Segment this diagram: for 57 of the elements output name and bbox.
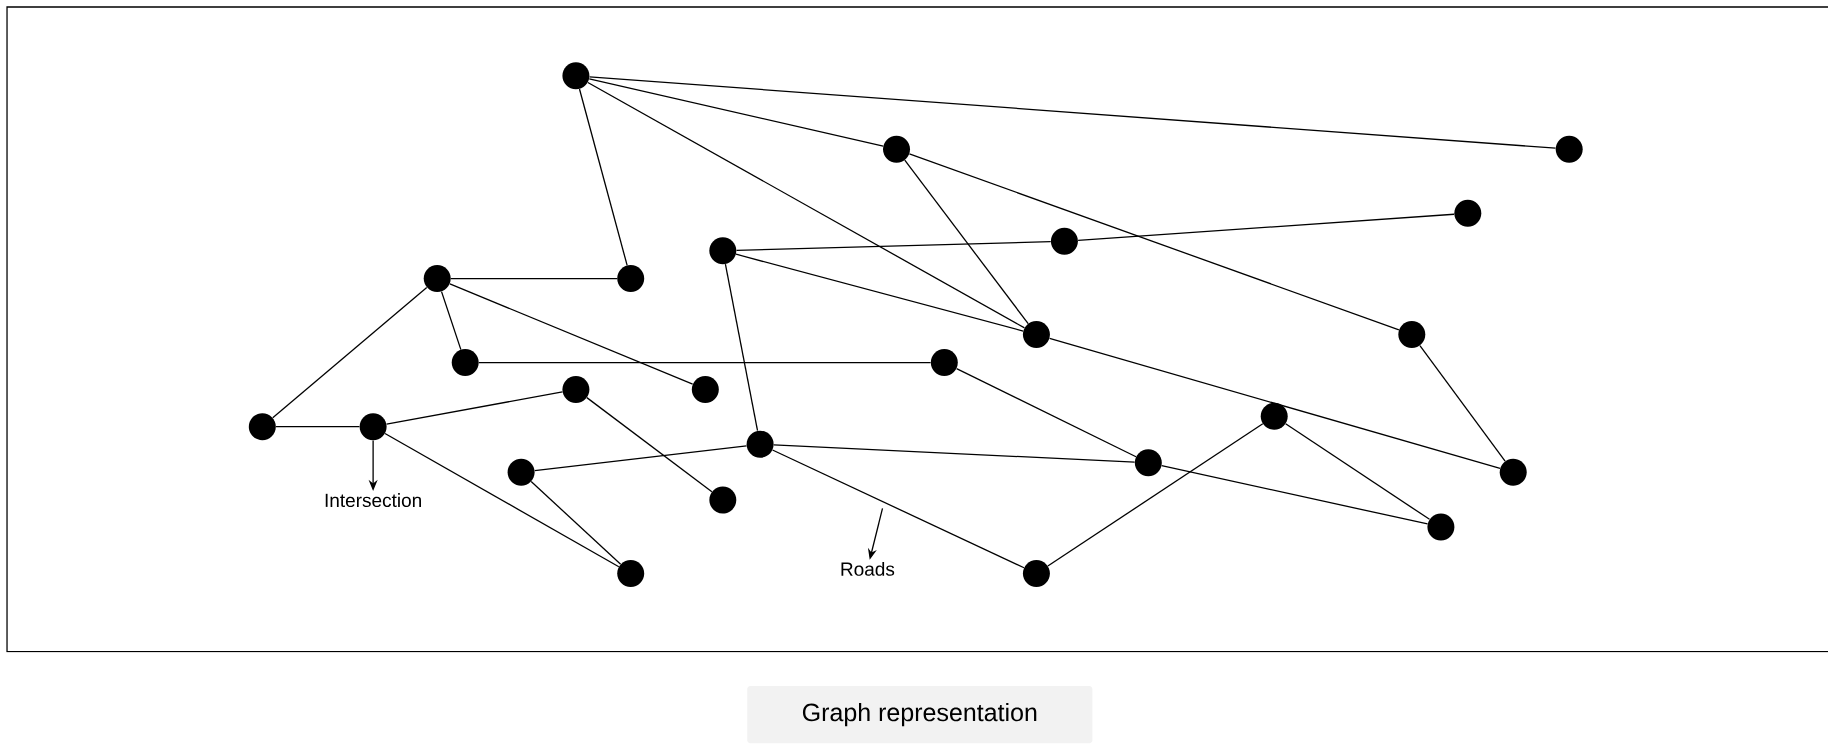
road-line [586, 397, 713, 493]
road-line [773, 444, 1136, 463]
road-line [771, 449, 1025, 569]
road-line [904, 159, 1029, 325]
road-line [1284, 423, 1431, 520]
road-line [1419, 345, 1506, 462]
road-line [955, 368, 1137, 458]
vertex-dot [709, 237, 737, 265]
vertex-dot [617, 265, 645, 293]
road-line [384, 432, 620, 568]
vertex-dot [1134, 449, 1162, 477]
vertex-dot [1454, 199, 1482, 227]
road-line [1048, 337, 1501, 470]
road-line [1077, 213, 1455, 241]
vertex-dot [562, 375, 590, 403]
road-line [587, 81, 1026, 329]
vertex-dot [1050, 227, 1078, 255]
road-line [1047, 423, 1264, 567]
road-line [908, 153, 1400, 331]
vertex-dot [709, 486, 737, 514]
vertex-dot [617, 560, 645, 588]
road-line [588, 78, 884, 147]
road-line [450, 277, 618, 280]
road-line [478, 361, 932, 364]
vertex-dot [562, 62, 590, 90]
vertex-dot [1427, 513, 1455, 541]
vertex-dot [248, 413, 276, 441]
caption-box: Graph representation [747, 686, 1093, 744]
road-line [588, 76, 1557, 149]
road-line [1161, 465, 1429, 525]
vertex-dot [691, 375, 719, 403]
road-line [530, 480, 622, 565]
vertex-dot [359, 413, 387, 441]
road-line [385, 391, 564, 425]
vertex-dot [451, 349, 479, 377]
vertex-dot [1260, 402, 1288, 430]
vertex-dot [507, 458, 535, 486]
vertex-dot [930, 349, 958, 377]
vertex-dot [883, 135, 910, 163]
road-line [578, 88, 628, 266]
vertex-dot [1022, 321, 1050, 349]
vertex-dot [1499, 458, 1527, 486]
road-line [735, 253, 1024, 332]
vertex-dot [423, 265, 451, 293]
vertex-dot [1555, 135, 1583, 163]
road-line [449, 283, 694, 385]
road-line [724, 263, 759, 432]
road-line [534, 445, 748, 472]
road-line [275, 426, 361, 428]
vertex-dot [1022, 560, 1050, 588]
vertex-dot [746, 430, 774, 458]
road-line [735, 241, 1052, 251]
vertex-dot [1398, 321, 1426, 349]
node-label: Intersection [325, 493, 421, 508]
road-line [440, 290, 462, 351]
road-line [272, 286, 428, 419]
node-label: Roads [841, 561, 895, 576]
